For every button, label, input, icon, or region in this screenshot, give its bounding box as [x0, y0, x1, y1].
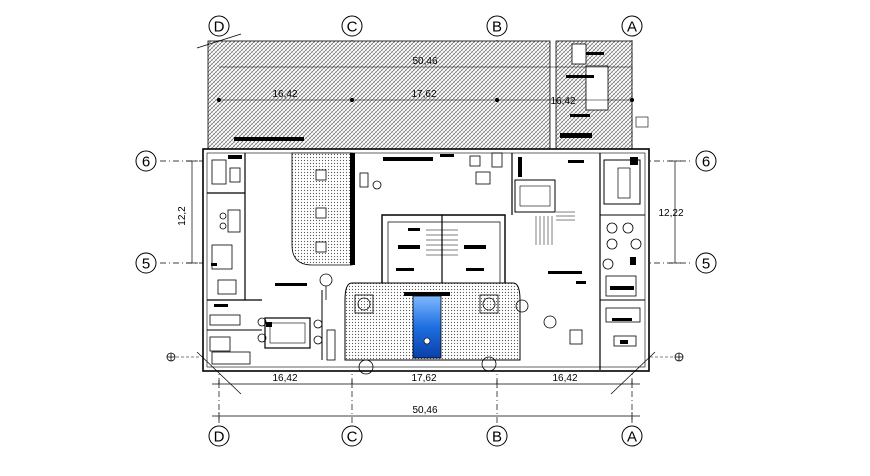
courtyard [291, 152, 355, 300]
svg-text:D: D [214, 429, 225, 446]
dimension-left-height: 12,2 [177, 206, 188, 226]
right-wing [511, 153, 645, 370]
dimension-right-height: 12,22 [658, 208, 683, 219]
svg-text:5: 5 [142, 256, 150, 273]
svg-text:5: 5 [702, 256, 710, 273]
grid-bubble-top-d: D [208, 15, 230, 37]
grid-bubble-bottom-d: D [208, 425, 230, 447]
roof-terrace [207, 40, 649, 150]
svg-text:C: C [347, 19, 358, 36]
entrance-lobby [344, 282, 521, 375]
dimension-bottom-span-1: 16,42 [272, 373, 297, 384]
central-hall [359, 152, 503, 190]
grid-bubble-top-b: B [486, 15, 508, 37]
svg-text:D: D [214, 19, 225, 36]
svg-text:6: 6 [142, 154, 150, 171]
svg-text:A: A [627, 19, 637, 36]
grid-bubble-bottom-c: C [341, 425, 363, 447]
dimension-top-total: 50,46 [412, 56, 437, 67]
svg-text:6: 6 [702, 154, 710, 171]
dimension-top-span-3: 16,42 [550, 96, 575, 107]
svg-text:C: C [347, 429, 358, 446]
top-dimension-lines [216, 66, 635, 103]
pool [412, 295, 442, 359]
bottom-dimension-lines [196, 33, 656, 420]
grid-bubble-top-c: C [341, 15, 363, 37]
grid-bubble-top-a: A [621, 15, 643, 37]
grid-bubble-right-6: 6 [695, 150, 717, 172]
grid-bubble-bottom-a: A [621, 425, 643, 447]
dimension-top-span-1: 16,42 [272, 89, 297, 100]
left-wing-fills [211, 155, 307, 327]
grid-bubble-bottom-b: B [486, 425, 508, 447]
dimension-top-span-2: 17,62 [411, 89, 436, 100]
left-wing [207, 153, 336, 365]
side-dimension-lines [186, 160, 681, 264]
grid-bubble-left-6: 6 [135, 150, 157, 172]
grid-bubble-left-5: 5 [135, 252, 157, 274]
right-wing-fills [518, 157, 638, 344]
stair-block [381, 214, 506, 283]
level-marker-icon [166, 352, 684, 362]
grid-bubble-right-5: 5 [695, 252, 717, 274]
svg-text:B: B [492, 429, 502, 446]
dimension-bottom-span-3: 16,42 [552, 373, 577, 384]
dimension-bottom-total: 50,46 [412, 405, 437, 416]
svg-text:A: A [627, 429, 637, 446]
dimension-bottom-span-2: 17,62 [411, 373, 436, 384]
svg-text:B: B [492, 19, 502, 36]
